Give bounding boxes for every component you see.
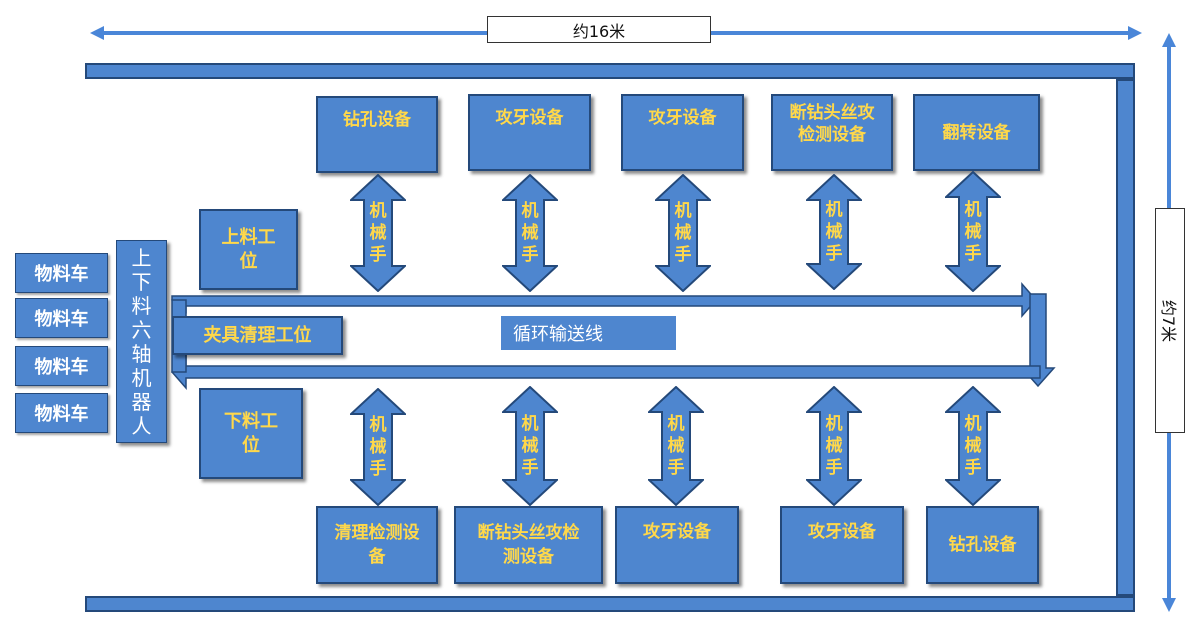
top-equipment-2: 攻牙设备 xyxy=(468,94,591,171)
robotic-arm-label: 机械手 xyxy=(502,386,558,506)
right-rail xyxy=(1116,79,1135,596)
robotic-arm-label: 机械手 xyxy=(945,171,1001,292)
top-equipment-4: 断钻头丝攻检测设备 xyxy=(771,94,893,171)
robotic-arm-char: 手 xyxy=(825,458,843,478)
robot-char: 上 xyxy=(131,245,152,270)
robotic-arm-arrow: 机械手 xyxy=(648,386,704,506)
robotic-arm-char: 手 xyxy=(521,458,539,478)
robotic-arm-char: 手 xyxy=(521,245,539,265)
robot-char: 轴 xyxy=(131,341,152,366)
robotic-arm-arrow: 机械手 xyxy=(945,386,1001,506)
width-dimension-label: 约16米 xyxy=(487,16,711,43)
robotic-arm-char: 机 xyxy=(521,414,539,434)
robotic-arm-char: 械 xyxy=(369,223,387,243)
robotic-arm-char: 械 xyxy=(825,222,843,242)
robotic-arm-arrow: 机械手 xyxy=(350,388,406,506)
robotic-arm-arrow: 机械手 xyxy=(350,174,406,292)
robot-char: 下 xyxy=(131,269,152,294)
material-cart-3: 物料车 xyxy=(15,346,108,386)
height-dimension-label: 约7米 xyxy=(1155,208,1185,433)
bottom-equipment-3: 攻牙设备 xyxy=(615,506,739,584)
robotic-arm-char: 机 xyxy=(369,415,387,435)
robotic-arm-label: 机械手 xyxy=(806,386,862,506)
robotic-arm-label: 机械手 xyxy=(502,174,558,292)
top-rail xyxy=(85,63,1135,79)
robotic-arm-arrow: 机械手 xyxy=(502,386,558,506)
bottom-equipment-4: 攻牙设备 xyxy=(780,506,904,584)
robotic-arm-char: 机 xyxy=(674,201,692,221)
bottom-equipment-2: 断钻头丝攻检测设备 xyxy=(454,506,603,584)
robot-char: 人 xyxy=(131,413,152,438)
robotic-arm-char: 机 xyxy=(369,201,387,221)
robotic-arm-char: 械 xyxy=(964,436,982,456)
top-equipment-5: 翻转设备 xyxy=(913,94,1040,171)
robotic-arm-arrow: 机械手 xyxy=(806,386,862,506)
robotic-arm-char: 械 xyxy=(369,437,387,457)
robotic-arm-char: 手 xyxy=(369,245,387,265)
robotic-arm-arrow: 机械手 xyxy=(655,174,711,292)
material-cart-4: 物料车 xyxy=(15,393,108,433)
bottom-equipment-5: 钻孔设备 xyxy=(926,506,1039,584)
robotic-arm-char: 械 xyxy=(674,223,692,243)
robotic-arm-arrow: 机械手 xyxy=(502,174,558,292)
robotic-arm-label: 机械手 xyxy=(648,386,704,506)
robotic-arm-char: 机 xyxy=(667,414,685,434)
robot-char: 料 xyxy=(131,293,152,318)
fixture-cleaning-station: 夹具清理工位 xyxy=(172,316,343,355)
robotic-arm-label: 机械手 xyxy=(350,174,406,292)
robotic-arm-char: 械 xyxy=(825,436,843,456)
robotic-arm-char: 手 xyxy=(964,458,982,478)
robot-char: 机 xyxy=(131,365,152,390)
robotic-arm-char: 机 xyxy=(964,199,982,220)
robotic-arm-arrow: 机械手 xyxy=(945,171,1001,292)
bottom-equipment-1: 清理检测设备 xyxy=(316,506,438,584)
bottom-rail xyxy=(85,596,1135,612)
robotic-arm-char: 机 xyxy=(521,201,539,221)
top-equipment-1: 钻孔设备 xyxy=(316,96,438,173)
robotic-arm-char: 械 xyxy=(521,223,539,243)
robotic-arm-char: 械 xyxy=(521,436,539,456)
robotic-arm-char: 械 xyxy=(667,436,685,456)
material-cart-2: 物料车 xyxy=(15,298,108,338)
robot-char: 器 xyxy=(131,389,152,414)
loading-robot: 上 下 料 六 轴 机 器 人 xyxy=(116,240,167,443)
robotic-arm-char: 机 xyxy=(964,414,982,434)
robotic-arm-arrow: 机械手 xyxy=(806,174,862,290)
material-cart-1: 物料车 xyxy=(15,253,108,293)
robotic-arm-label: 机械手 xyxy=(806,174,862,290)
robotic-arm-char: 手 xyxy=(667,458,685,478)
robotic-arm-label: 机械手 xyxy=(945,386,1001,506)
robotic-arm-char: 机 xyxy=(825,200,843,220)
unloading-station: 下料工位 xyxy=(199,388,303,479)
robotic-arm-char: 手 xyxy=(674,245,692,265)
robotic-arm-label: 机械手 xyxy=(350,388,406,506)
loading-station: 上料工位 xyxy=(199,209,298,290)
robotic-arm-char: 械 xyxy=(964,221,982,242)
robotic-arm-char: 手 xyxy=(825,244,843,264)
robotic-arm-char: 手 xyxy=(369,459,387,479)
robotic-arm-label: 机械手 xyxy=(655,174,711,292)
robotic-arm-char: 手 xyxy=(964,243,982,264)
robot-char: 六 xyxy=(131,317,152,342)
robotic-arm-char: 机 xyxy=(825,414,843,434)
conveyor-label-box: 循环输送线 xyxy=(501,316,676,350)
top-equipment-3: 攻牙设备 xyxy=(621,94,744,171)
